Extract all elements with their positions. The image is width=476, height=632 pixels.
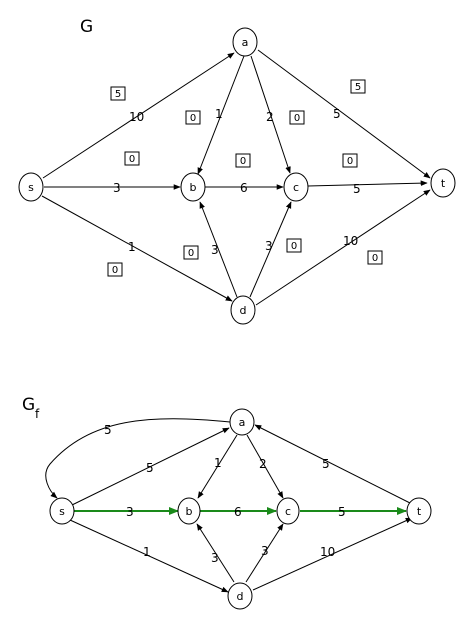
graph-g: G 10 3 1 1 2 5 6 5 3 3 10 5 0 (18, 17, 456, 325)
graph-gf-node-d: d (227, 582, 253, 610)
graph-g-node-t: t (430, 168, 456, 198)
edge-d-t (255, 189, 431, 306)
flow-value-s-b: 0 (129, 154, 135, 165)
flow-box-a-t: 5 (350, 79, 366, 94)
graph-g-node-a: a (232, 27, 258, 57)
capacity-a-t: 5 (333, 107, 341, 121)
edge-d-c (245, 523, 284, 583)
flow-value-a-b: 0 (190, 113, 196, 124)
flow-value-d-t: 0 (372, 253, 378, 264)
flow-value-d-b: 0 (188, 248, 194, 259)
capacity-a-c: 2 (266, 110, 274, 124)
flow-box-d-c: 0 (286, 238, 302, 253)
capacity-a-s: 5 (104, 423, 112, 437)
edge-s-d (41, 195, 233, 302)
node-label: t (441, 177, 446, 190)
graph-gf-node-b: b (177, 497, 201, 525)
graph-gf-node-c: c (276, 497, 300, 525)
edge-d-b (199, 201, 238, 298)
flow-value-d-c: 0 (291, 241, 297, 252)
capacity-d-b: 3 (211, 551, 219, 565)
flow-box-c-t: 0 (342, 153, 358, 168)
node-label: a (239, 416, 246, 429)
flow-box-s-b: 0 (124, 151, 140, 166)
capacity-b-c: 6 (240, 181, 248, 195)
edge-a-b (197, 434, 238, 499)
node-label: c (285, 505, 291, 518)
node-label: c (293, 181, 299, 194)
edge-t-a (254, 424, 411, 504)
capacity-d-c: 3 (265, 239, 273, 253)
capacity-s-a: 5 (146, 461, 154, 475)
flow-value-s-d: 0 (112, 265, 118, 276)
graph-gf: G f 5 5 3 1 1 2 5 6 5 3 3 10 a (22, 395, 432, 610)
capacity-s-b: 3 (113, 181, 121, 195)
graph-gf-title: G (22, 395, 35, 415)
capacity-a-b: 1 (215, 107, 223, 121)
flow-value-c-t: 0 (347, 156, 353, 167)
flow-box-s-d: 0 (107, 262, 123, 277)
capacity-t-a: 5 (322, 457, 330, 471)
capacity-s-d: 1 (128, 240, 136, 254)
edge-d-c (249, 201, 292, 298)
graph-g-node-c: c (283, 172, 309, 202)
edge-s-a (42, 52, 235, 179)
flow-box-a-b: 0 (185, 110, 201, 125)
edge-d-t (252, 517, 413, 591)
graph-gf-subscript: f (35, 407, 40, 421)
node-label: b (190, 181, 197, 194)
node-label: b (186, 505, 193, 518)
capacity-d-t: 10 (320, 545, 335, 559)
capacity-s-d: 1 (143, 545, 151, 559)
node-label: t (417, 505, 422, 518)
edge-a-t (257, 49, 431, 179)
flow-value-a-c: 0 (294, 113, 300, 124)
edge-s-d (69, 519, 229, 593)
graph-gf-node-a: a (229, 408, 255, 436)
flow-box-b-c: 0 (235, 153, 251, 168)
graph-g-node-s: s (18, 172, 44, 202)
capacity-b-c: 6 (234, 505, 242, 519)
node-label: s (28, 181, 34, 194)
flow-value-s-a: 5 (115, 89, 121, 100)
capacity-s-b: 3 (126, 505, 134, 519)
capacity-c-t: 5 (353, 182, 361, 196)
node-label: s (59, 505, 65, 518)
capacity-c-t: 5 (338, 505, 346, 519)
edge-a-c (246, 434, 284, 499)
edge-a-s (45, 418, 231, 499)
capacity-a-c: 2 (259, 457, 267, 471)
graph-gf-node-t: t (406, 497, 432, 525)
edge-a-b (197, 55, 245, 175)
capacity-s-a: 10 (129, 110, 144, 124)
graph-gf-node-s: s (49, 497, 75, 525)
node-label: a (242, 36, 249, 49)
graph-g-node-d: d (230, 295, 256, 325)
capacity-a-b: 1 (214, 456, 222, 470)
flow-box-s-a: 5 (110, 86, 126, 101)
node-label: d (237, 590, 244, 603)
flow-box-d-t: 0 (367, 250, 383, 265)
capacity-d-t: 10 (343, 234, 358, 248)
edge-s-a (71, 427, 230, 506)
flow-value-b-c: 0 (240, 156, 246, 167)
edge-a-c (250, 55, 291, 174)
edge-d-b (196, 523, 235, 583)
flow-box-a-c: 0 (289, 110, 305, 125)
capacity-d-b: 3 (211, 243, 219, 257)
capacity-d-c: 3 (261, 544, 269, 558)
edge-c-t (307, 180, 428, 187)
flow-value-a-t: 5 (355, 82, 361, 93)
flow-box-d-b: 0 (183, 245, 199, 260)
node-label: d (240, 304, 247, 317)
graph-g-title: G (80, 17, 93, 37)
graph-g-node-b: b (180, 172, 206, 202)
